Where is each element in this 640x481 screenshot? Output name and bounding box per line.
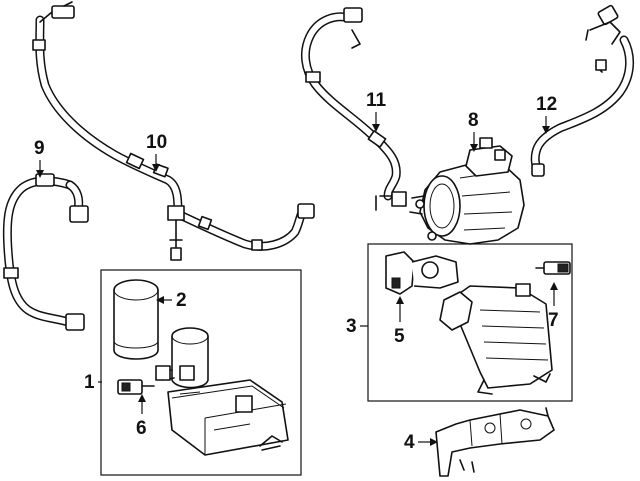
callout-label-5: 5: [394, 326, 405, 347]
callout-label-8: 8: [468, 110, 479, 131]
callout-11: 11: [366, 90, 387, 132]
hose-assembly-9: [2, 173, 89, 331]
compressor-8: [409, 137, 525, 245]
hose-assembly-10: [32, 1, 315, 261]
callout-label-11: 11: [366, 90, 387, 111]
callout-6: 6: [136, 394, 147, 439]
filter-cartridge-2: [113, 279, 159, 360]
cooler-assembly-3: [439, 283, 553, 395]
callout-label-1: 1: [84, 372, 95, 393]
callout-10: 10: [146, 132, 167, 172]
callout-label-6: 6: [136, 418, 147, 439]
oil-filter-housing-1: [155, 327, 289, 456]
callout-1: 1: [84, 372, 102, 393]
callout-5: 5: [394, 296, 405, 347]
callout-8: 8: [468, 110, 479, 152]
bracket-4: [435, 407, 555, 477]
valve-5: [385, 251, 459, 295]
callout-label-7: 7: [548, 310, 559, 331]
callout-label-2: 2: [176, 290, 187, 311]
callout-9: 9: [34, 138, 45, 178]
sensor-6: [117, 379, 155, 395]
callout-label-10: 10: [146, 132, 167, 153]
callout-4: 4: [404, 432, 438, 453]
callout-label-4: 4: [404, 432, 415, 453]
callout-7: 7: [548, 282, 559, 331]
callout-2: 2: [156, 290, 187, 311]
part-1-group-box: [100, 269, 302, 476]
pressure-sensor-7: [535, 261, 571, 275]
callout-label-9: 9: [34, 138, 45, 159]
hose-assembly-12: [530, 4, 634, 177]
callout-label-3: 3: [346, 316, 357, 337]
callout-3: 3: [346, 316, 368, 337]
callout-12: 12: [536, 94, 557, 134]
callout-label-12: 12: [536, 94, 557, 115]
hose-assembly-11: [300, 7, 407, 211]
part-3-group-box: [367, 243, 573, 402]
